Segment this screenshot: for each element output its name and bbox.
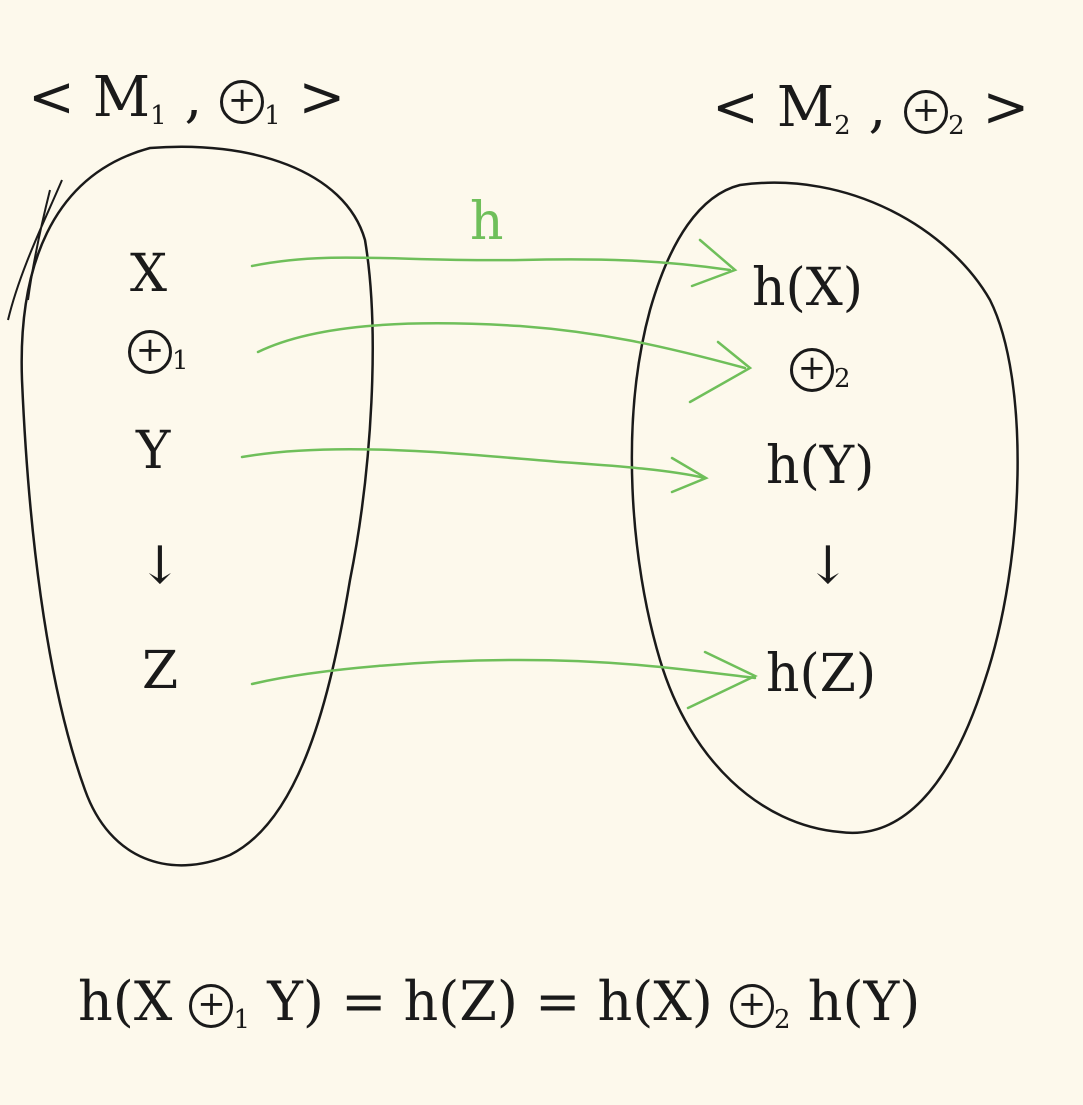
- set-m1-name: M: [92, 65, 151, 130]
- set-m2-outline: [630, 181, 1019, 835]
- oplus-icon: +: [128, 330, 172, 374]
- oplus-icon: +: [904, 89, 949, 134]
- title-open-bracket: <: [28, 65, 75, 130]
- title-separator: ,: [868, 75, 887, 140]
- title-close-bracket: >: [298, 65, 346, 130]
- op2-subscript: 2: [948, 111, 965, 141]
- arrowhead-op: [688, 340, 753, 404]
- homomorphism-equation: h(X +1 Y) = h(Z) = h(X) +2 h(Y): [78, 975, 920, 1035]
- mapping-label-h: h: [470, 192, 504, 252]
- element-z: Z: [142, 641, 179, 701]
- element-op1: +1: [128, 330, 189, 374]
- arrow-x-to-hx: [250, 256, 732, 272]
- element-op2: +2: [790, 348, 851, 392]
- set-m2-title: < M2 , +2 >: [712, 80, 1029, 141]
- equation-lhs-close: Y): [267, 970, 324, 1033]
- oplus-icon: +: [220, 79, 265, 124]
- equation-lhs-open: h(X: [78, 970, 173, 1033]
- element-hy: h(Y): [766, 436, 875, 496]
- equation-rhs-end: h(Y): [807, 970, 921, 1033]
- arrow-op-to-op: [256, 322, 747, 370]
- set-m2-subscript: 2: [834, 111, 851, 141]
- arrow-z-to-hz: [250, 658, 757, 686]
- element-hz: h(Z): [766, 644, 877, 704]
- set-m1-subscript: 1: [150, 101, 167, 131]
- arrow-y-to-hy: [240, 447, 707, 480]
- equation-op1-subscript: 1: [233, 1005, 251, 1035]
- oplus-icon: +: [730, 984, 775, 1028]
- element-hx: h(X): [752, 258, 864, 318]
- stray-stroke: [7, 179, 63, 321]
- down-arrow-icon: ↓: [806, 536, 850, 596]
- title-separator: ,: [184, 65, 203, 130]
- set-m2-name: M: [776, 75, 835, 140]
- arrowhead-y: [670, 456, 709, 494]
- equation-middle: = h(Z) = h(X): [341, 970, 713, 1033]
- title-open-bracket: <: [712, 75, 759, 140]
- down-arrow-icon: ↓: [138, 536, 182, 596]
- set-m1-title: < M1 , +1 >: [28, 70, 345, 131]
- mapping-arrows: [240, 238, 758, 710]
- element-x: X: [130, 244, 168, 304]
- equation-op2-subscript: 2: [774, 1005, 791, 1035]
- arrowhead-x: [690, 238, 738, 288]
- arrowhead-z: [686, 650, 758, 710]
- oplus-icon: +: [189, 984, 234, 1028]
- oplus-icon: +: [790, 348, 834, 392]
- op1-subscript: 1: [264, 101, 281, 131]
- title-close-bracket: >: [982, 75, 1030, 140]
- set-m1-outline: [20, 145, 374, 867]
- element-y: Y: [136, 421, 171, 481]
- op1-subscript: 1: [172, 346, 189, 376]
- op2-subscript: 2: [834, 364, 851, 394]
